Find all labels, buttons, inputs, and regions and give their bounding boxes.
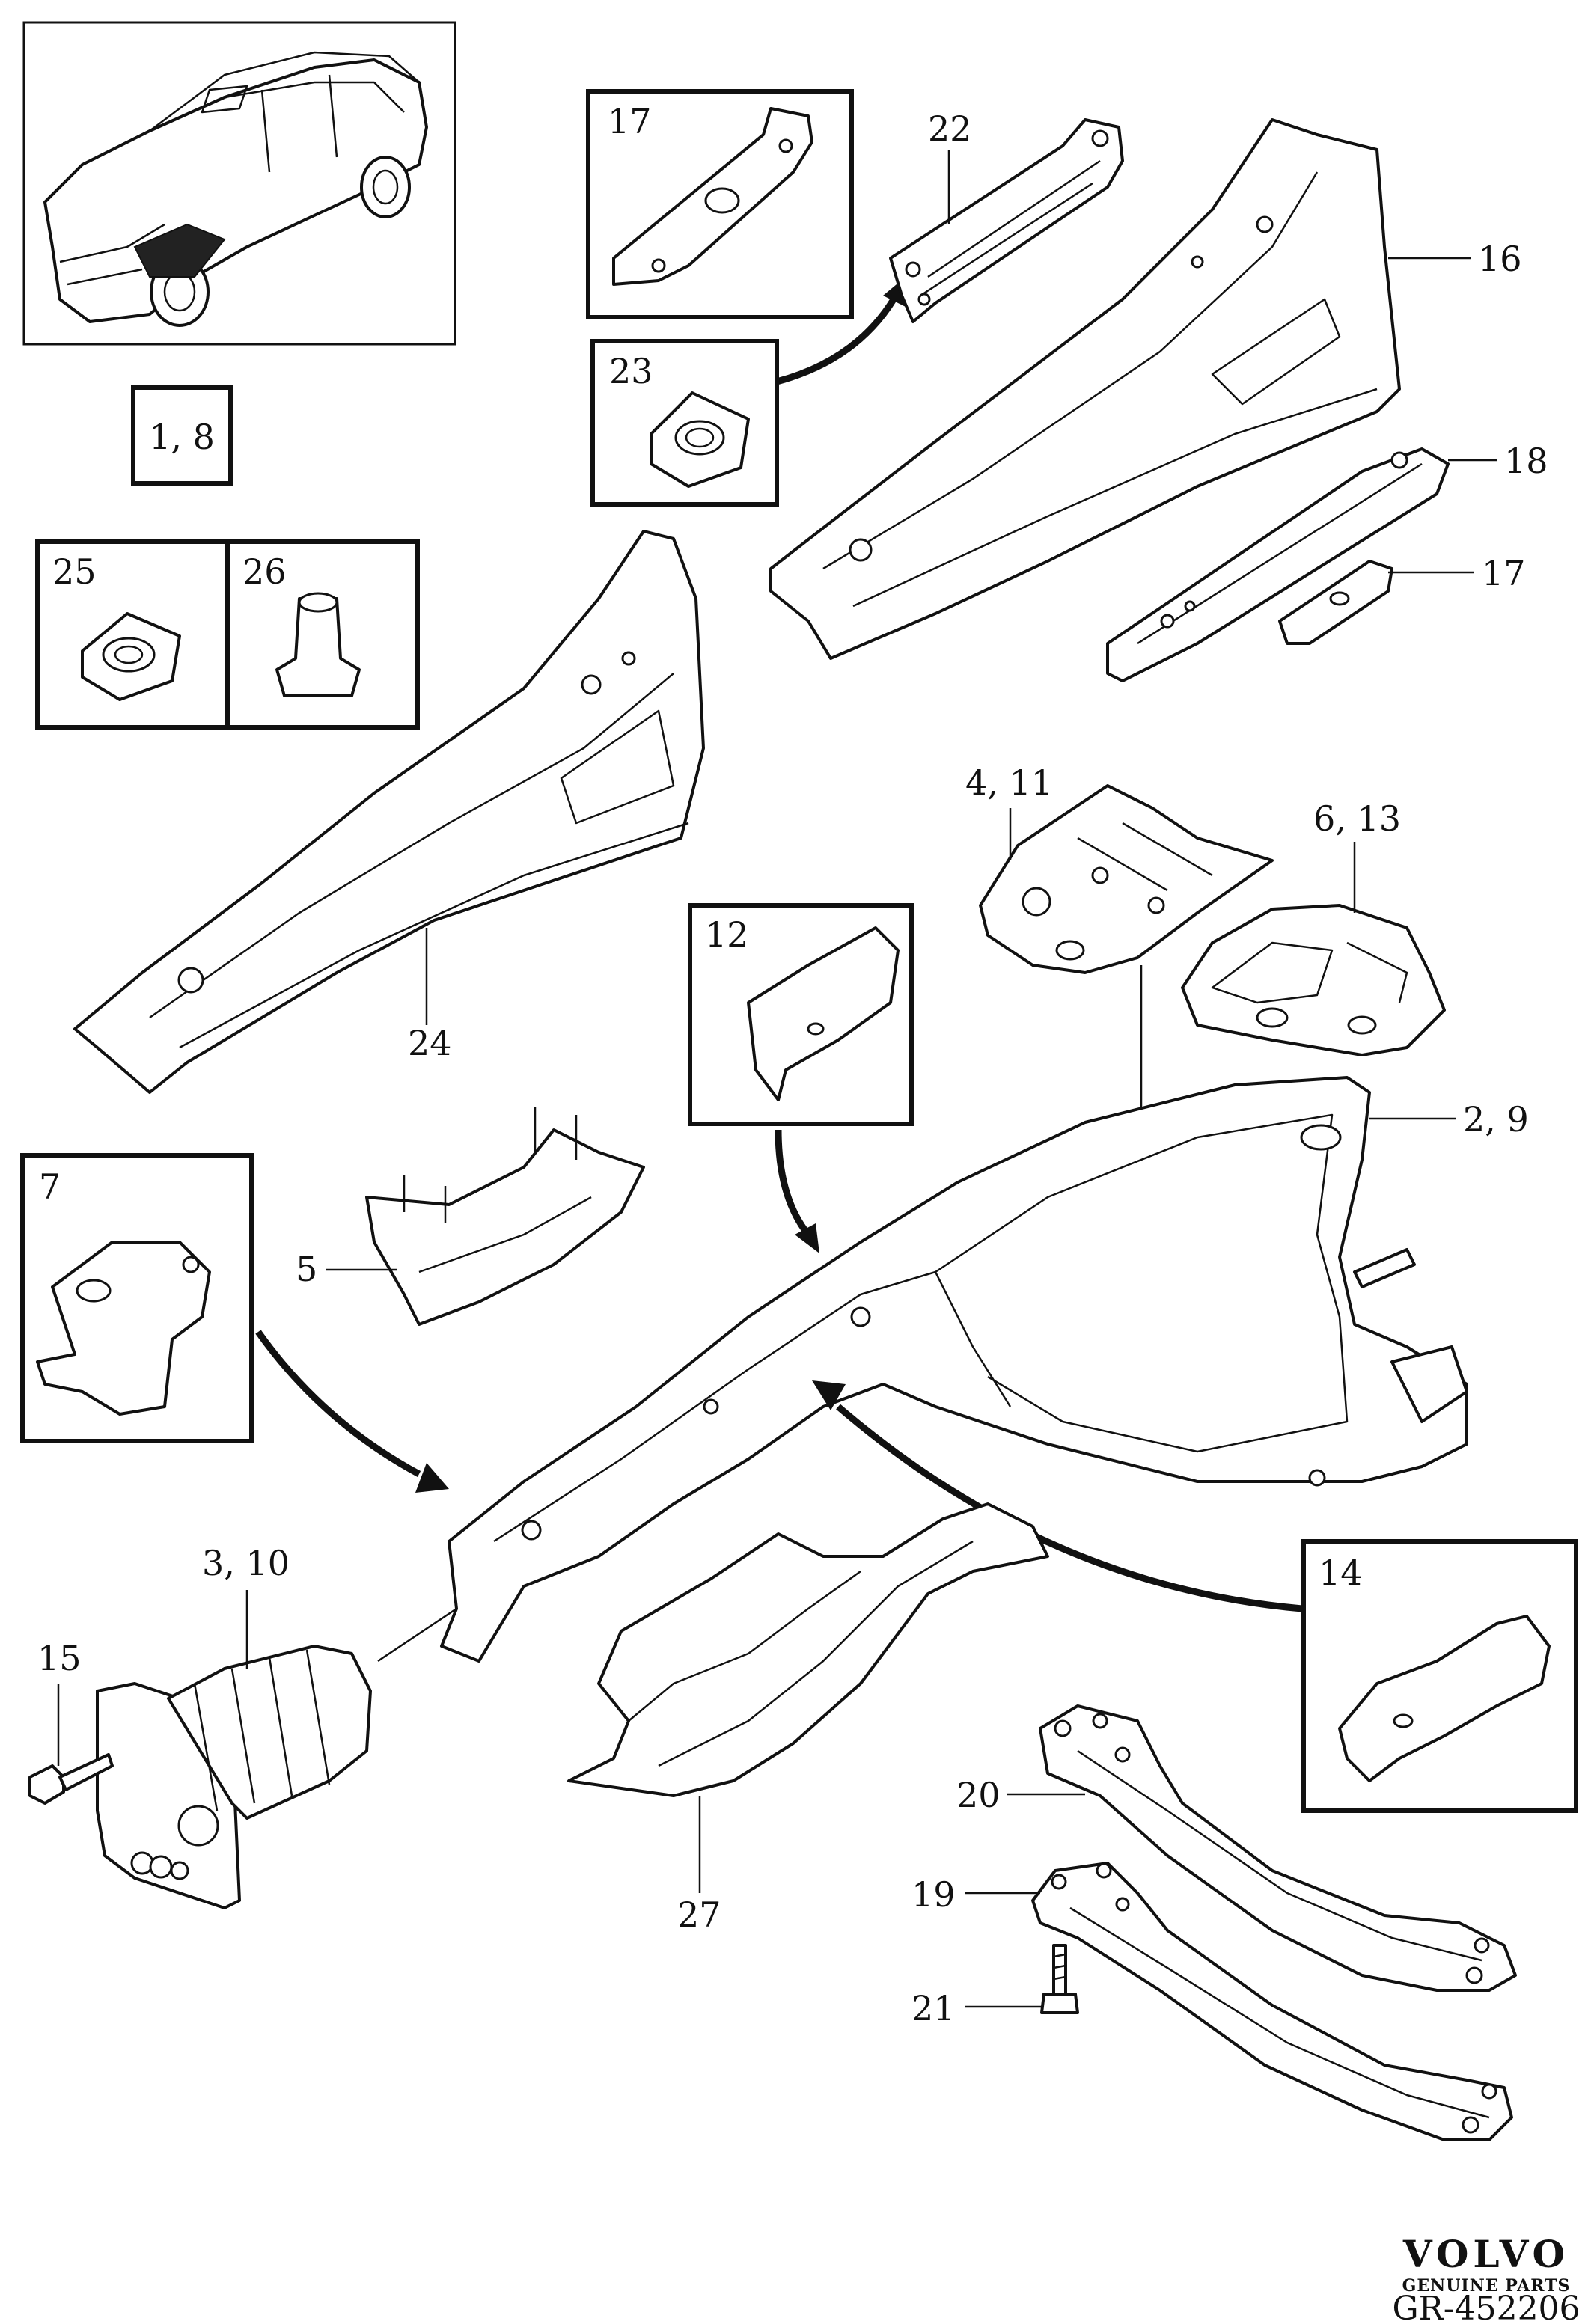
callout-label-4-11: 4, 11 [965, 762, 1053, 803]
part-21 [1040, 1944, 1079, 2014]
part-15 [28, 1753, 114, 1805]
callout-label-2-9: 2, 9 [1463, 1099, 1529, 1140]
callout-label-17: 17 [1482, 553, 1526, 593]
part-3-10 [96, 1645, 372, 1909]
callout-label-17-box: 17 [608, 101, 652, 141]
callout-box-14: 14 [1301, 1539, 1578, 1813]
car-illustration [43, 51, 428, 327]
diagram-id: GR-452206 [1392, 2290, 1580, 2324]
vehicle-overview [22, 21, 456, 346]
arrowhead-7 [415, 1463, 449, 1493]
part-27 [567, 1502, 1049, 1797]
callout-box-7: 7 [20, 1153, 254, 1443]
callout-label-18: 18 [1504, 441, 1548, 481]
callout-box-17: 17 [586, 89, 854, 319]
arrow-23-to-22 [775, 290, 901, 385]
part-16 [769, 118, 1401, 660]
part-6-13 [1181, 904, 1446, 1056]
callout-box-1-8: 1, 8 [131, 385, 233, 486]
part-22 [889, 118, 1124, 323]
callout-label-5: 5 [296, 1249, 317, 1289]
callout-label-21: 21 [911, 1988, 956, 2028]
part-18 [1106, 447, 1450, 682]
callout-label-19: 19 [911, 1874, 956, 1915]
arrowhead-14 [812, 1380, 846, 1410]
callout-label-16: 16 [1478, 239, 1522, 279]
callout-label-3-10: 3, 10 [202, 1543, 290, 1583]
part-17 [1278, 560, 1393, 645]
part-24 [73, 530, 705, 1094]
arrow-12-to-main [775, 1129, 811, 1237]
callout-label-20: 20 [956, 1775, 1001, 1815]
brand-logo: VOLVO [1402, 2232, 1569, 2276]
callout-label-23: 23 [609, 351, 653, 391]
callout-box-23: 23 [590, 339, 779, 507]
part-2-9 [440, 1076, 1468, 1663]
callout-box-26: 26 [225, 539, 420, 730]
callout-label-15: 15 [37, 1638, 82, 1678]
callout-box-25: 25 [35, 539, 230, 730]
callout-label-24: 24 [408, 1023, 452, 1063]
callout-label-22: 22 [928, 108, 972, 149]
callout-label-6-13: 6, 13 [1313, 798, 1401, 839]
callout-label-27: 27 [677, 1895, 721, 1935]
callout-label-26: 26 [242, 551, 287, 592]
part-20 [1039, 1704, 1517, 1992]
callout-label-7: 7 [39, 1166, 61, 1207]
callout-label-14: 14 [1319, 1553, 1363, 1593]
callout-box-12: 12 [688, 903, 914, 1126]
callout-label-25: 25 [52, 551, 97, 592]
arrow-7-to-main [255, 1330, 421, 1477]
part-4-11 [979, 784, 1274, 974]
brand-tagline: GENUINE PARTS [1402, 2276, 1571, 2296]
brand-block: VOLVO GENUINE PARTS GR-452206 [1392, 2232, 1580, 2324]
part-19 [1031, 1862, 1513, 2141]
callout-label-12: 12 [705, 914, 749, 955]
part-5 [365, 1107, 645, 1326]
arrow-14-to-main [836, 1404, 1303, 1612]
callout-label-1-8: 1, 8 [149, 417, 215, 457]
arrowhead-12 [795, 1223, 819, 1253]
